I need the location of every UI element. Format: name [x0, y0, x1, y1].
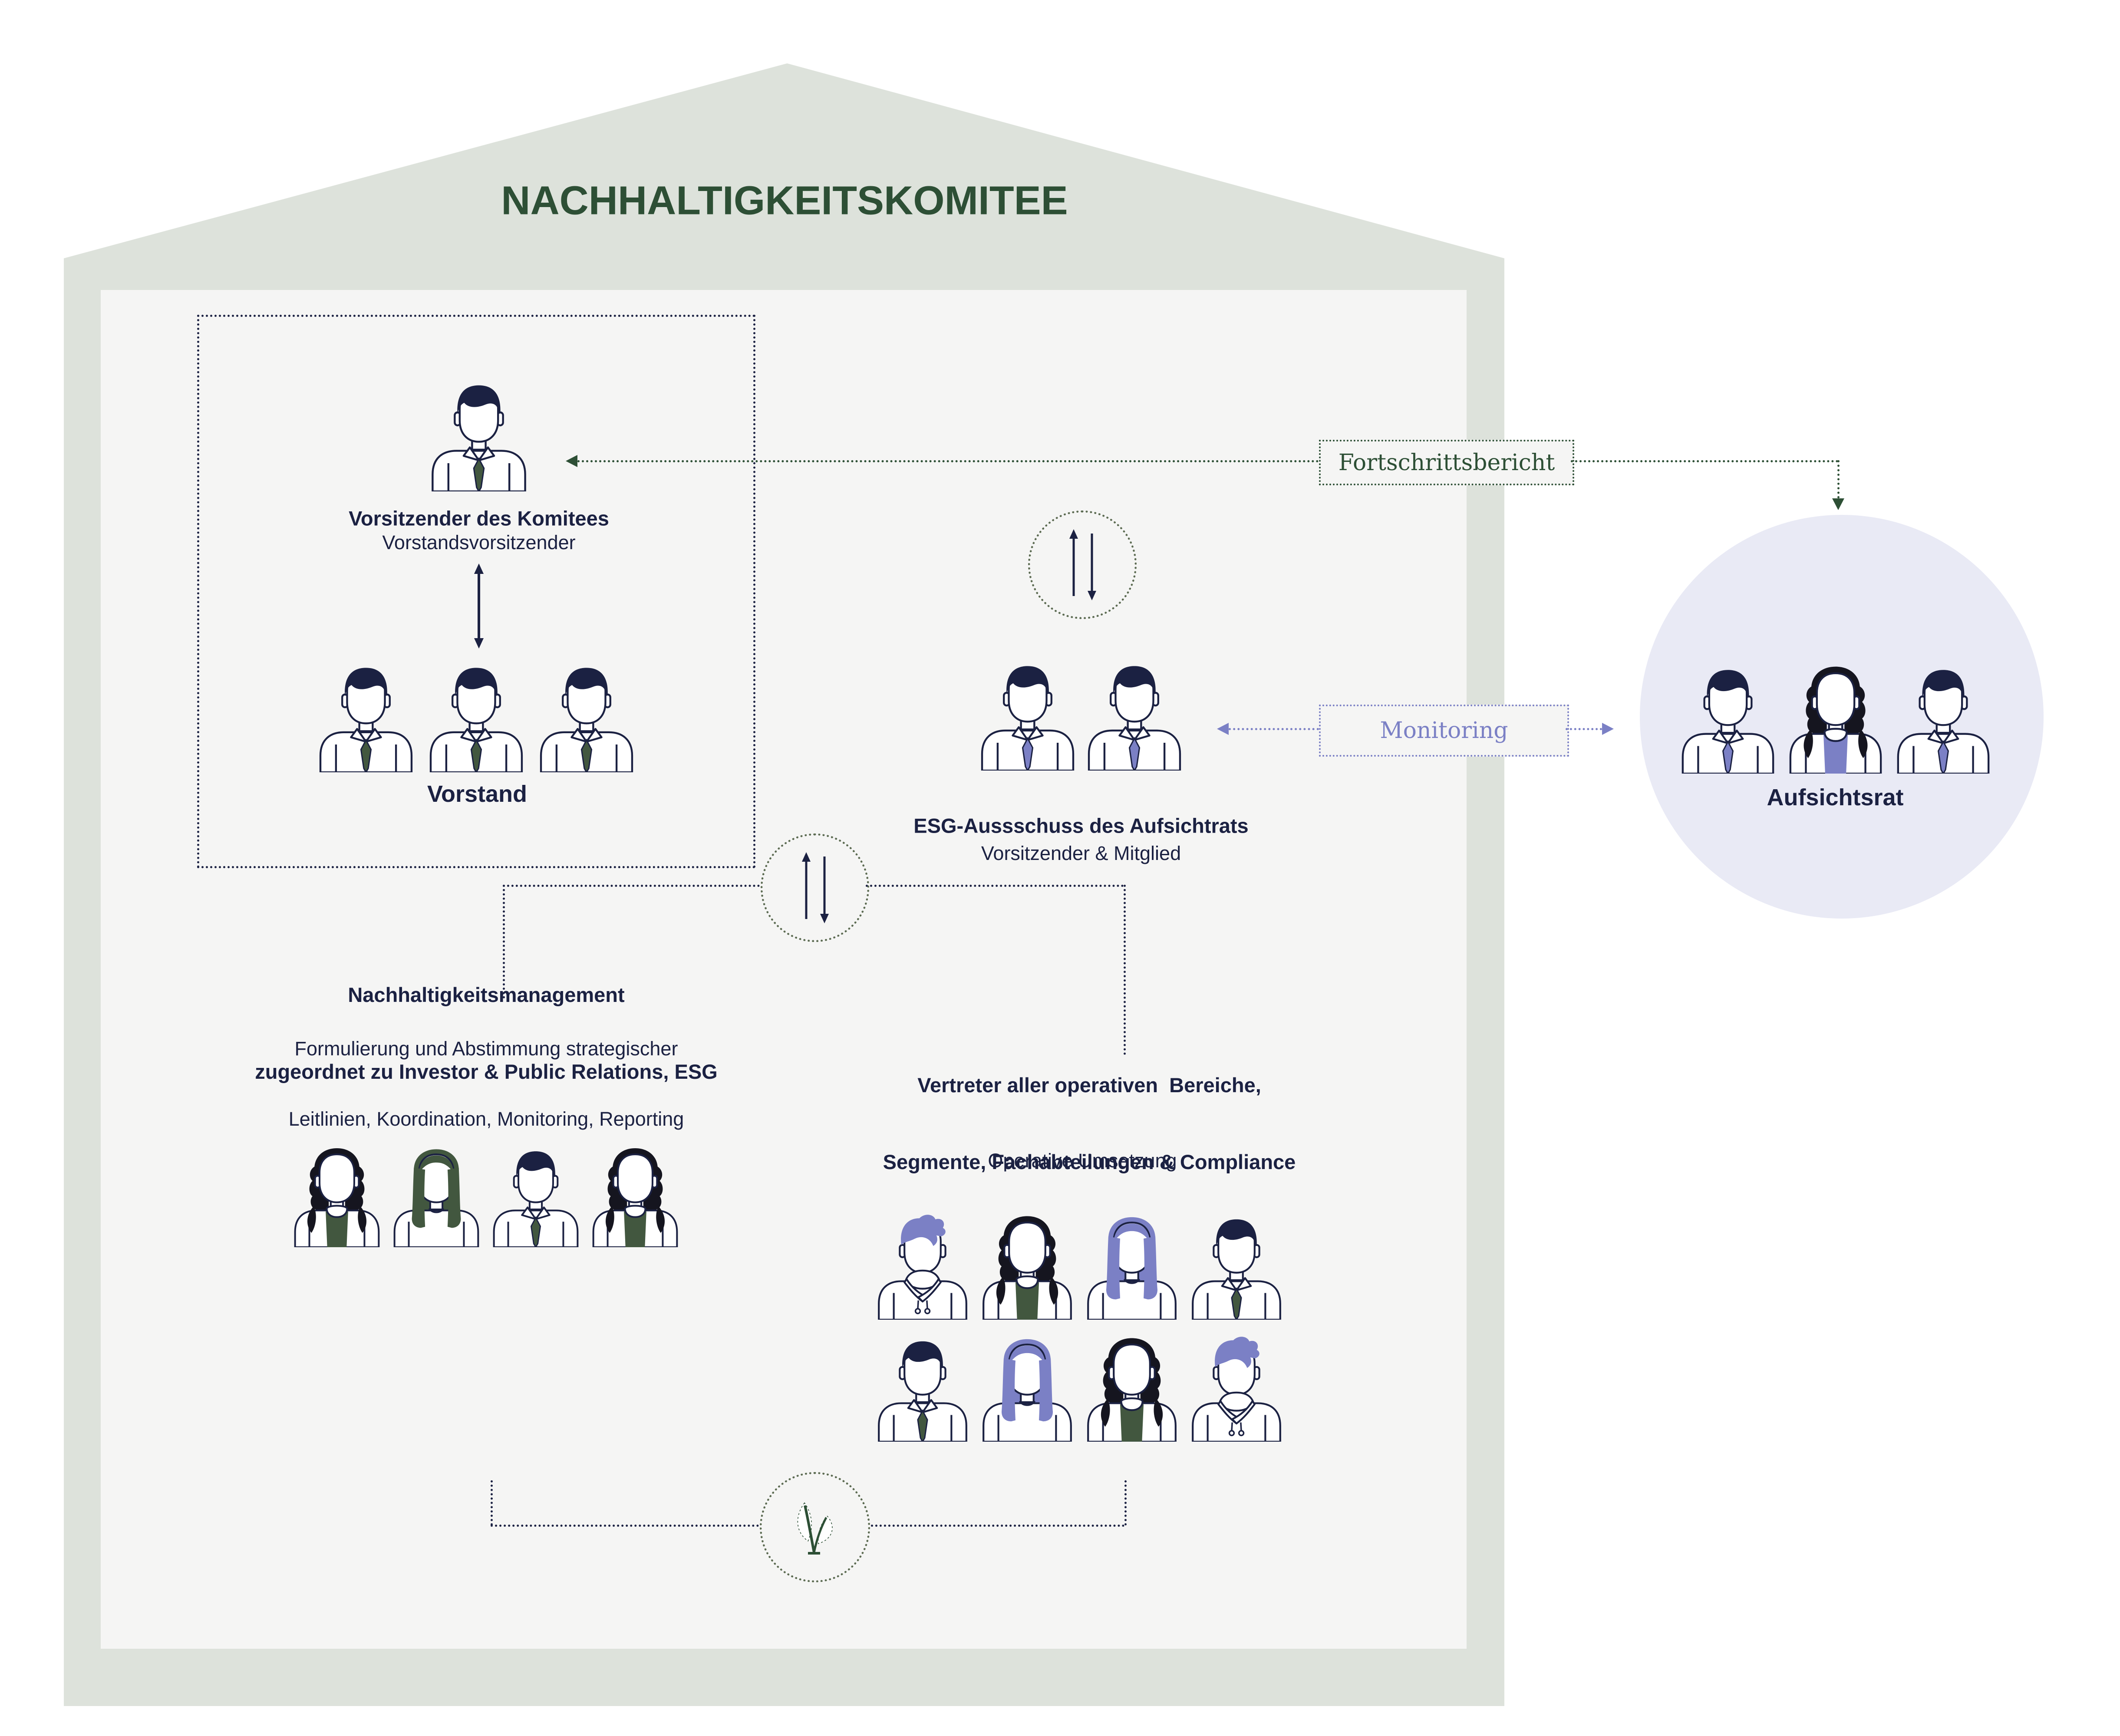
esg-committee-sublabel: Vorsitzender & Mitglied — [981, 842, 1181, 864]
person-icon-man-green-tie — [313, 661, 419, 772]
person-icon-man-green-tie — [1185, 1213, 1288, 1320]
monitoring-label: Monitoring — [1380, 718, 1508, 744]
operative-title-line1: Vertreter aller operativen Bereiche, — [917, 1074, 1261, 1097]
arrowhead-down-icon — [1832, 498, 1844, 510]
monitoring-line-right — [1566, 728, 1602, 730]
progress-report-line-right — [1571, 460, 1838, 462]
connector-mid-left — [503, 885, 760, 887]
up-down-arrows-icon — [802, 852, 829, 923]
up-down-arrows-icon — [1069, 529, 1096, 600]
esg-committee-label: ESG-Aussschuss des Aufsichtrats — [913, 814, 1249, 837]
person-icon-man-purple-hair-hoodie — [871, 1213, 974, 1320]
sustainability-mgmt-subtitle-line2: Leitlinien, Koordination, Monitoring, Re… — [288, 1108, 684, 1130]
operative-subtitle: Operative Umsetzung — [988, 1150, 1177, 1172]
person-icon-man-purple-tie — [1890, 663, 1996, 774]
person-icon-man-green-tie — [425, 379, 533, 491]
exchange-circle-top — [1028, 511, 1137, 619]
person-icon-woman-curly-purple-top — [1783, 663, 1889, 774]
operative-title: Vertreter aller operativen Bereiche, Seg… — [883, 1021, 1296, 1226]
connector-bottom-right — [867, 1525, 1124, 1527]
exchange-circle-middle — [761, 833, 869, 942]
arrowhead-right-icon — [1602, 723, 1614, 735]
person-icon-man-purple-tie — [1081, 659, 1188, 771]
sustainability-mgmt-title: Nachhaltigkeitsmanagement zugeordnet zu … — [255, 931, 718, 1136]
chairman-figure-group — [425, 379, 533, 491]
sustainability-mgmt-title-line1: Nachhaltigkeitsmanagement — [348, 983, 625, 1006]
person-icon-man-purple-tie — [974, 659, 1081, 771]
supervisory-board-figure-group — [1675, 663, 1996, 774]
arrowhead-left-icon — [1217, 723, 1229, 735]
board-figure-group — [313, 661, 640, 772]
connector-mid-left-drop — [503, 885, 505, 998]
person-icon-man-green-tie — [423, 661, 530, 772]
person-icon-woman-green-hair — [387, 1145, 485, 1247]
sustainability-mgmt-subtitle: Formulierung und Abstimmung strategische… — [289, 990, 684, 1178]
chairman-label: Vorsitzender des Komitees — [349, 507, 609, 530]
sustainability-figure-group — [288, 1145, 684, 1247]
arrowhead-left-icon — [566, 455, 577, 467]
operative-figure-row2 — [871, 1335, 1288, 1442]
person-icon-man-green-tie — [871, 1335, 974, 1442]
person-icon-man-purple-hair-hoodie — [1185, 1335, 1288, 1442]
progress-report-line-down — [1837, 460, 1840, 498]
committee-dotted-box — [197, 315, 755, 868]
supervisory-board-label: Aufsichtsrat — [1767, 784, 1904, 810]
progress-report-label: Fortschrittsbericht — [1338, 449, 1555, 476]
person-icon-woman-purple-hair — [976, 1335, 1078, 1442]
operative-figure-row1 — [871, 1213, 1288, 1320]
monitoring-box: Monitoring — [1319, 705, 1569, 757]
leaf-circle — [760, 1472, 870, 1582]
person-icon-woman-curly-green-top — [1081, 1335, 1183, 1442]
person-icon-woman-curly-green-top — [288, 1145, 386, 1247]
sprout-leaf-icon — [797, 1502, 833, 1555]
page-title: NACHHALTIGKEITSKOMITEE — [501, 178, 1068, 223]
person-icon-man-purple-tie — [1675, 663, 1781, 774]
chairman-sublabel: Vorstandsvorsitzender — [382, 531, 576, 553]
esg-committee-figure-group — [974, 659, 1188, 771]
connector-bottom-right-stub — [1124, 1480, 1127, 1525]
sustainability-mgmt-subtitle-line1: Formulierung und Abstimmung strategische… — [294, 1038, 678, 1060]
sustainability-mgmt-title-line2: zugeordnet zu Investor & Public Relation… — [255, 1060, 718, 1083]
board-label: Vorstand — [427, 781, 528, 807]
person-icon-woman-curly-green-top — [976, 1213, 1078, 1320]
double-arrow-icon — [467, 563, 491, 652]
connector-bottom-left — [491, 1525, 759, 1527]
person-icon-woman-curly-green-top — [586, 1145, 684, 1247]
progress-report-box: Fortschrittsbericht — [1319, 440, 1574, 485]
monitoring-line-left — [1229, 728, 1319, 730]
connector-bottom-left-stub — [491, 1480, 493, 1525]
operative-title-line2: Segmente, Fachabteilungen & Compliance — [883, 1150, 1296, 1173]
person-icon-woman-purple-hair — [1081, 1213, 1183, 1320]
person-icon-man-green-tie — [533, 661, 640, 772]
connector-mid-right-drop — [1124, 885, 1126, 1055]
person-icon-man-green-tie — [487, 1145, 585, 1247]
progress-report-line-left — [577, 460, 1319, 462]
connector-mid-right — [866, 885, 1124, 887]
